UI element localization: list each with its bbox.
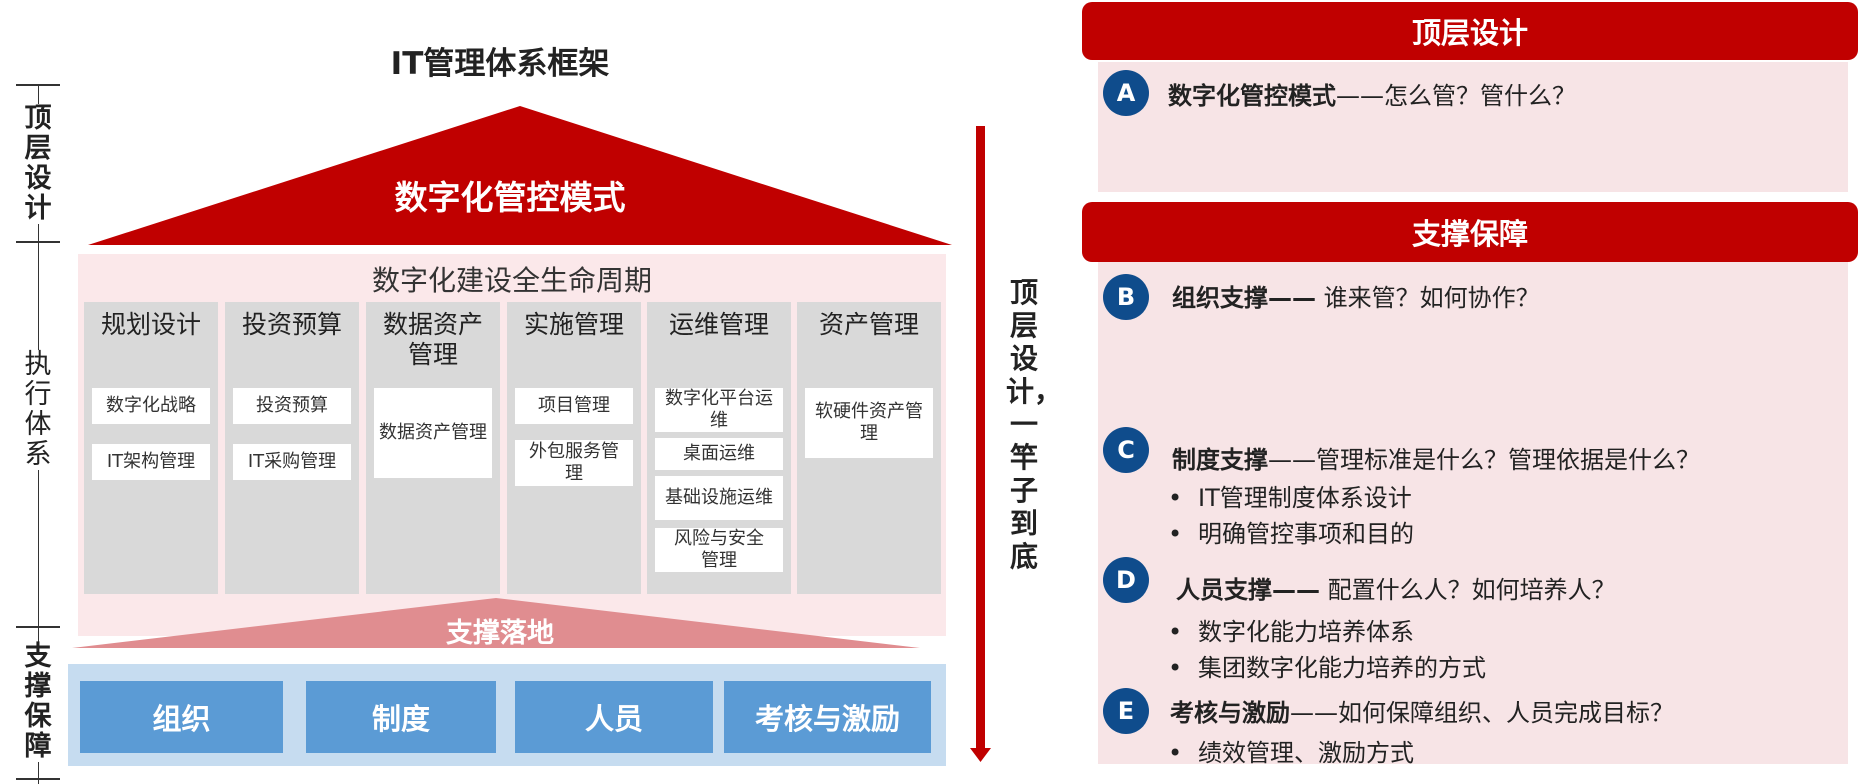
- base-box-assessment: 考核与激励: [724, 681, 931, 753]
- bullet-text: 绩效管理、激励方式: [1198, 739, 1414, 767]
- bullet-text: 集团数字化能力培养的方式: [1198, 654, 1486, 682]
- bullet-text: IT管理制度体系设计: [1198, 484, 1412, 512]
- support-header: 支撑保障: [1082, 202, 1858, 262]
- question-bold: 组织支撑——: [1172, 284, 1316, 312]
- badge-c: C: [1103, 427, 1149, 473]
- column-item: 基础设施运维: [655, 476, 783, 520]
- top-design-header: 顶层设计: [1082, 2, 1858, 60]
- column-title: 投资预算: [241, 310, 342, 339]
- scale-tick: [16, 241, 60, 243]
- column-item: IT采购管理: [233, 444, 351, 480]
- base-box-people: 人员: [515, 681, 713, 753]
- scale-tick: [16, 626, 60, 628]
- question-bold: 人员支撑——: [1176, 576, 1320, 604]
- column-item: 项目管理: [515, 388, 633, 424]
- column-item: 投资预算: [233, 388, 351, 424]
- question-a: 数字化管控模式——怎么管？管什么？: [1168, 76, 1576, 111]
- column-item: 数字化平台运维: [655, 388, 783, 432]
- question-bold: 制度支撑: [1172, 446, 1268, 474]
- top-down-arrow: [970, 126, 991, 762]
- question-rest: ——怎么管？管什么？: [1336, 82, 1576, 110]
- column-planning: 规划设计 数字化战略 IT架构管理: [84, 302, 218, 594]
- support-triangle: [72, 598, 920, 648]
- top-down-label: 顶层设计，一竿子到底: [1006, 276, 1063, 573]
- column-item: IT架构管理: [92, 444, 210, 480]
- scale-tick: [16, 84, 60, 86]
- badge-a: A: [1103, 70, 1149, 116]
- bullet-c-1: • IT管理制度体系设计: [1168, 478, 1412, 513]
- column-item: 软硬件资产管理: [805, 388, 933, 458]
- column-title: 规划设计: [100, 310, 201, 339]
- question-bold: 数字化管控模式: [1168, 82, 1336, 110]
- question-b: 组织支撑—— 谁来管？如何协作？: [1172, 278, 1540, 313]
- support-panel: [1098, 262, 1848, 764]
- question-rest: ——管理标准是什么？管理依据是什么？: [1268, 446, 1700, 474]
- column-item: 数据资产管理: [374, 388, 492, 478]
- bullet-c-2: • 明确管控事项和目的: [1168, 514, 1414, 549]
- question-rest: ——如何保障组织、人员完成目标？: [1290, 699, 1674, 727]
- bullet-dot: •: [1168, 739, 1183, 767]
- question-d: 人员支撑—— 配置什么人？如何培养人？: [1176, 570, 1616, 605]
- bullet-dot: •: [1168, 520, 1183, 548]
- base-box-policy: 制度: [306, 681, 496, 753]
- scale-label-top: 顶层设计: [20, 104, 56, 224]
- column-operations: 运维管理 数字化平台运维 桌面运维 基础设施运维 风险与安全管理: [647, 302, 791, 594]
- question-c: 制度支撑——管理标准是什么？管理依据是什么？: [1172, 440, 1700, 475]
- scale-label-bottom: 支撑保障: [20, 642, 56, 762]
- scale-tick: [16, 778, 60, 780]
- column-title: 运维管理: [668, 310, 769, 339]
- bullet-e-1: • 绩效管理、激励方式: [1168, 733, 1414, 768]
- question-bold: 考核与激励: [1170, 699, 1290, 727]
- bullet-dot: •: [1168, 484, 1183, 512]
- top-design-panel: [1098, 62, 1848, 192]
- base-box-organization: 组织: [80, 681, 283, 753]
- column-implementation: 实施管理 项目管理 外包服务管理: [507, 302, 641, 594]
- question-rest: 配置什么人？如何培养人？: [1320, 576, 1616, 604]
- column-item: 桌面运维: [655, 438, 783, 470]
- bullet-d-1: • 数字化能力培养体系: [1168, 612, 1414, 647]
- column-assets: 资产管理 软硬件资产管理: [797, 302, 941, 594]
- bullet-text: 明确管控事项和目的: [1198, 520, 1414, 548]
- badge-b: B: [1103, 274, 1149, 320]
- bullet-d-2: • 集团数字化能力培养的方式: [1168, 648, 1486, 683]
- column-budget: 投资预算 投资预算 IT采购管理: [225, 302, 359, 594]
- roof-label: 数字化管控模式: [394, 178, 626, 217]
- column-item: 外包服务管理: [515, 440, 633, 486]
- column-item: 风险与安全管理: [655, 528, 783, 572]
- badge-d: D: [1103, 557, 1149, 603]
- question-rest: 谁来管？如何协作？: [1316, 284, 1540, 312]
- question-e: 考核与激励——如何保障组织、人员完成目标？: [1170, 693, 1674, 728]
- roof-triangle: [88, 106, 952, 245]
- column-data-assets: 数据资产管理 数据资产管理: [366, 302, 500, 594]
- column-title: 数据资产管理: [382, 310, 483, 369]
- column-title: 实施管理: [523, 310, 624, 339]
- scale-label-middle: 执行体系: [20, 350, 56, 470]
- bullet-dot: •: [1168, 654, 1183, 682]
- support-label: 支撑落地: [446, 618, 554, 649]
- bullet-dot: •: [1168, 618, 1183, 646]
- column-title: 资产管理: [818, 310, 919, 339]
- column-item: 数字化战略: [92, 388, 210, 424]
- badge-e: E: [1103, 688, 1149, 734]
- framework-title: IT管理体系框架: [390, 46, 610, 82]
- bullet-text: 数字化能力培养体系: [1198, 618, 1414, 646]
- lifecycle-title: 数字化建设全生命周期: [371, 264, 652, 297]
